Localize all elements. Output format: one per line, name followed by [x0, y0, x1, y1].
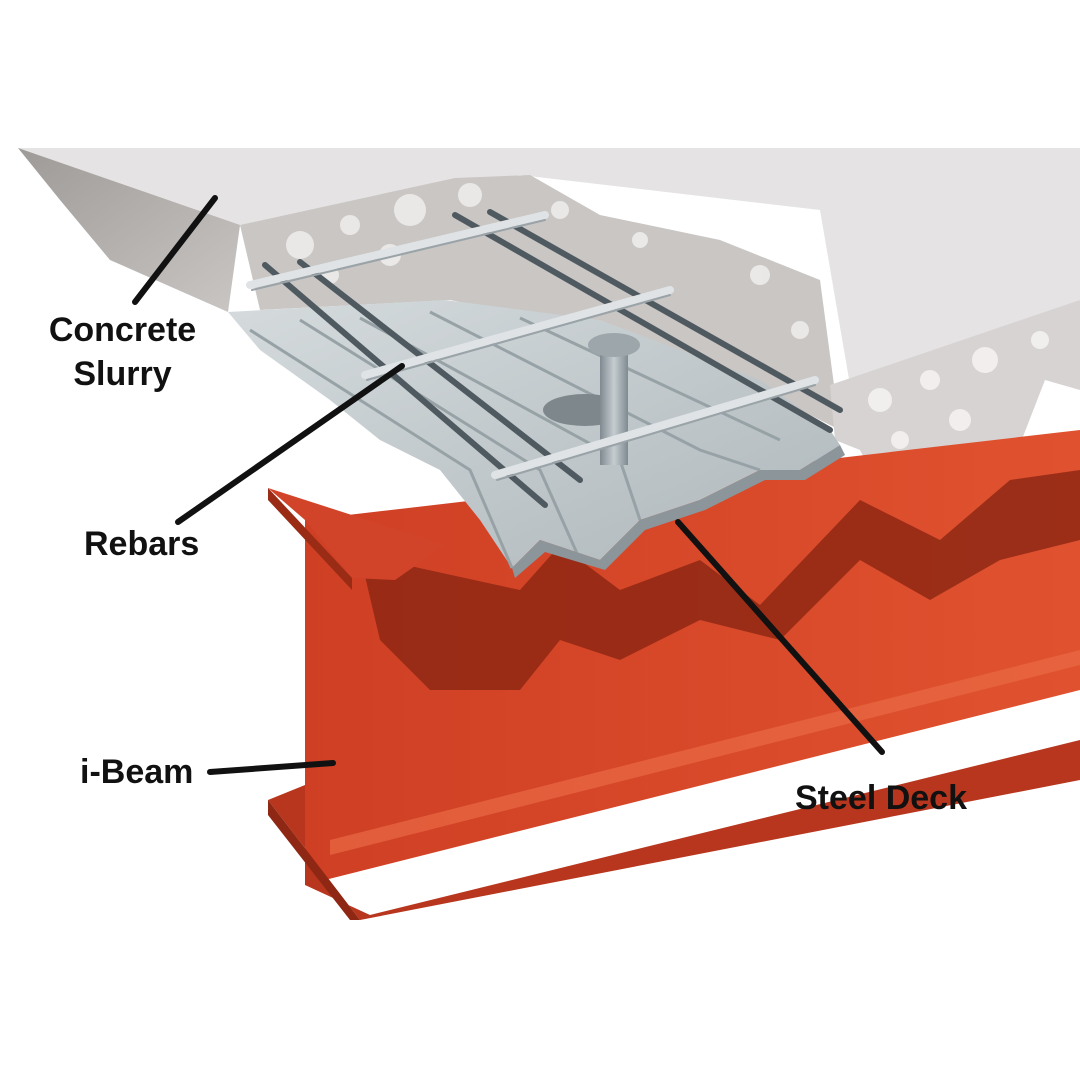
steel-deck-callout-line: [675, 519, 885, 755]
concrete-callout-line: [132, 195, 218, 305]
rebar-longitudinal: [262, 209, 843, 508]
rebars-callout-line: [175, 363, 405, 525]
rebars-label: Rebars: [84, 525, 200, 563]
concrete-front-texture: [868, 331, 1049, 449]
concrete-slab: [18, 148, 1080, 490]
i-beam-top-flange: [268, 488, 445, 580]
i-beam-deck-shadow: [360, 470, 1080, 690]
shear-stud-head: [588, 333, 640, 357]
concrete-cut-wall: [240, 175, 840, 430]
i-beam-top-flange-edge: [268, 488, 352, 590]
concrete-top-surface: [18, 148, 1080, 385]
concrete-label-line-1: Concrete: [48, 311, 197, 349]
i-beam-web-highlight: [330, 650, 1080, 855]
rebar-transverse-shade: [251, 219, 816, 481]
concrete-label-line-2: Slurry: [73, 355, 172, 393]
rebar-transverse: [246, 211, 819, 479]
rebars: [246, 209, 843, 508]
concrete-left-edge: [18, 148, 240, 312]
steel-deck-front-edge: [512, 445, 845, 578]
steel-deck-label: Steel Deck: [795, 779, 967, 817]
i-beam-label: i-Beam: [80, 753, 194, 791]
ibeam-callout-line: [207, 760, 336, 775]
i-beam-bottom-flange-lip: [268, 800, 360, 920]
concrete-slurry-label: Concrete Slurry: [40, 308, 205, 396]
callout-lines: [132, 195, 885, 775]
